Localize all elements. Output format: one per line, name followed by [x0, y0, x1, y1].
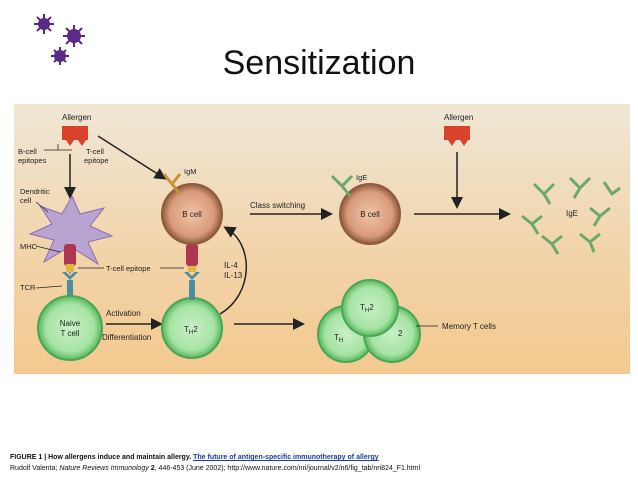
- mhc-label: MHC: [20, 242, 38, 251]
- peptide-middle: [188, 264, 196, 272]
- epitope-bracket: [44, 144, 72, 151]
- dendritic-cell-shape: [28, 194, 114, 275]
- caption-line-2: Rudolf Valenta; Nature Reviews Immunolog…: [10, 463, 630, 474]
- memory-t-cell-3: [341, 279, 399, 337]
- allergen-left-icon: [62, 126, 88, 146]
- allergen-right-label: Allergen: [444, 113, 473, 122]
- il13-label: IL-13: [224, 271, 243, 280]
- mhc-middle: [186, 244, 198, 266]
- article-link[interactable]: The future of antigen-specific immunothe…: [193, 454, 379, 461]
- b-cell-2: [339, 183, 401, 245]
- figure-label: FIGURE 1 | How allergens induce and main…: [10, 454, 192, 461]
- journal-name: Nature Reviews Immunology: [59, 465, 149, 472]
- citation-rest: , 446-453 (June 2002); http://www.nature…: [154, 465, 421, 472]
- naive-t-cell: [37, 295, 103, 361]
- caption-line-1: FIGURE 1 | How allergens induce and main…: [10, 452, 630, 463]
- allergen-left-label: Allergen: [62, 113, 91, 122]
- memory-t-cells-label: Memory T cells: [442, 322, 496, 331]
- b-cell-1-label: B cell: [182, 210, 202, 219]
- figure-caption: FIGURE 1 | How allergens induce and main…: [10, 452, 630, 474]
- differentiation-label: Differentiation: [102, 333, 151, 342]
- arrow-allergen-to-bcell: [97, 135, 167, 180]
- b-cell-1: [161, 183, 223, 245]
- allergen-right-icon: [444, 126, 470, 146]
- t-cell-epitope-peptide: [66, 264, 74, 272]
- dendritic-pointer: [35, 201, 49, 213]
- tcr-middle: [184, 272, 200, 280]
- tcr-stem-left: [67, 280, 73, 304]
- igm-label: IgM: [184, 167, 197, 176]
- arrow-th2-to-bcell: [219, 226, 247, 315]
- tcr-stem-middle: [189, 280, 195, 300]
- th2-cell: [161, 297, 223, 359]
- slide-title: Sensitization: [222, 44, 416, 82]
- igm-antibody-icon: [162, 173, 182, 195]
- memory-th2-label-2: TH: [334, 333, 343, 344]
- ige-antibody-icon: [330, 174, 354, 197]
- author: Rudolf Valenta;: [10, 465, 58, 472]
- volume: 2: [150, 465, 155, 472]
- tcr-left: [62, 272, 78, 280]
- mhc-pointer: [35, 245, 61, 253]
- mhc-molecule: [64, 244, 76, 266]
- ige-label-1: IgE: [356, 173, 367, 182]
- ige-label-2: IgE: [566, 209, 578, 218]
- il4-label: IL-4: [224, 261, 238, 270]
- t-cell-epitope-label: T-cell epitope: [106, 264, 151, 273]
- memory-th2-label-3: 2: [398, 329, 403, 338]
- tcr-pointer: [35, 285, 63, 289]
- class-switching-label: Class switching: [250, 201, 305, 210]
- secreted-ige-icon: [521, 176, 621, 255]
- tcr-label: TCR: [20, 283, 36, 292]
- activation-label: Activation: [106, 309, 141, 318]
- virus-logo-icon: [34, 14, 85, 65]
- memory-th2-label-1: TH2: [360, 303, 374, 314]
- th2-label: TH2: [184, 325, 198, 336]
- b-cell-2-label: B cell: [360, 210, 380, 219]
